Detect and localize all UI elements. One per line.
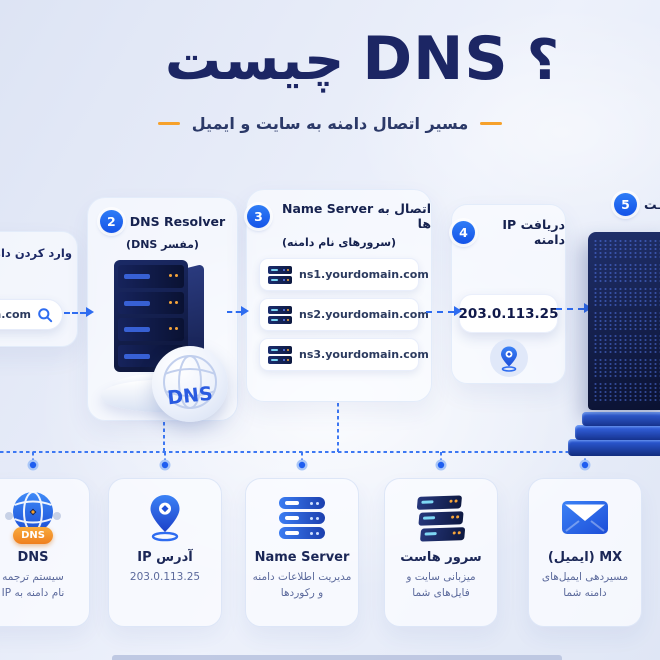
step5-number-badge: 5 <box>614 193 637 216</box>
legend-card-mx: MX (ایمیل) مسیردهی ایمیل‌های دامنه شما <box>528 478 642 627</box>
step3-subtitle: (سرورهای نام دامنه) <box>281 236 397 249</box>
location-pin-circle <box>489 339 528 377</box>
nameserver-host: ns2.yourdomain.com <box>299 308 429 321</box>
step2-subtitle: (مفسر DNS) <box>126 238 199 251</box>
search-icon <box>38 307 53 322</box>
flow-arrow-4 <box>556 303 592 313</box>
globe-dns-icon: DNS <box>5 490 61 546</box>
title-word-fa: چیست <box>164 28 345 93</box>
step5-header: 5 ـت <box>614 193 660 216</box>
nameserver-host: ns3.yourdomain.com <box>299 348 429 361</box>
nameserver-host: ns1.yourdomain.com <box>299 268 429 281</box>
ip-address-pill: 203.0.113.25 <box>459 294 558 333</box>
step1-label: وارد کردن دامنه <box>0 246 72 260</box>
ip-address-value: 203.0.113.25 <box>458 305 559 322</box>
legend-card-ip: آدرس IP 203.0.113.25 <box>108 478 222 627</box>
step2-title: DNS Resolver <box>129 214 226 229</box>
title-word-en: DNS <box>362 24 509 94</box>
dns-orange-badge: DNS <box>13 527 53 544</box>
step4-number-badge: 4 <box>452 220 475 244</box>
mini-server-icon <box>268 305 292 324</box>
step4-title: دریافت IP دامنه <box>502 217 565 247</box>
step3-card: 3 اتصال به Name Server ها (سرورهای نام د… <box>246 189 432 402</box>
dns-resolver-server-illustration <box>114 260 210 375</box>
connector-dots <box>27 459 591 471</box>
dns-globe-sphere: DNS <box>152 346 228 422</box>
flow-arrow-1 <box>64 307 94 317</box>
legend-card-desc: مسیردهی ایمیل‌های دامنه شما <box>541 571 629 600</box>
legend-card-desc: مدیریت اطلاعات دامنه و رکوردها <box>252 571 352 600</box>
flow-arrow-3 <box>426 306 462 316</box>
legend-card-title: DNS <box>17 550 49 565</box>
domain-search-value: main.com <box>0 308 31 321</box>
nameserver-row: ns3.yourdomain.com <box>259 338 429 371</box>
legend-card-nameserver: Name Server مدیریت اطلاعات دامنه و رکورد… <box>245 478 359 627</box>
mx-envelope-icon <box>562 501 608 534</box>
page-title: چیست DNS ؟ <box>32 24 660 94</box>
domain-search-input: main.com <box>0 299 63 330</box>
subtitle-dash-left <box>157 121 180 126</box>
mini-server-icon <box>268 345 292 364</box>
legend-card-desc: سیستم ترجمه نام دامنه به IP <box>1 571 65 600</box>
subtitle-text: مسیر اتصال دامنه به سایت و ایمیل <box>191 114 469 133</box>
step4-card: 4 دریافت IP دامنه 203.0.113.25 <box>451 204 566 384</box>
host-server-tower-illustration <box>568 232 660 456</box>
step2-card: 2 DNS Resolver (مفسر DNS) <box>87 197 238 421</box>
ip-pin-icon <box>150 495 180 542</box>
step3-title: اتصال به Name Server ها <box>282 201 431 231</box>
location-pin-icon <box>500 346 517 372</box>
step5-title-partial: ـت <box>644 197 660 212</box>
connector-lines <box>0 403 660 471</box>
page-subtitle: مسیر اتصال دامنه به سایت و ایمیل <box>0 114 660 133</box>
nameserver-stack-icon <box>279 497 325 539</box>
bottom-edge-decoration <box>112 655 562 660</box>
legend-card-title: Name Server <box>254 550 350 565</box>
flow-arrow-2 <box>227 306 249 316</box>
legend-card-host: سرور هاست میزبانی سایت و فایل‌های شما <box>384 478 498 627</box>
nameserver-list: ns1.yourdomain.com ns2.yourdomain.com ns… <box>247 258 431 371</box>
step3-number-badge: 3 <box>247 204 270 228</box>
step2-number-badge: 2 <box>99 210 123 233</box>
subtitle-dash-right <box>480 121 503 126</box>
title-question-mark: ؟ <box>526 28 560 93</box>
host-server-icon <box>414 494 468 542</box>
legend-card-desc: 203.0.113.25 <box>129 571 201 583</box>
nameserver-row: ns2.yourdomain.com <box>259 298 429 331</box>
dns-sphere-label: DNS <box>166 383 213 410</box>
legend-card-title: آدرس IP <box>137 550 193 565</box>
mini-server-icon <box>268 265 292 284</box>
legend-card-dns: DNS DNS سیستم ترجمه نام دامنه به IP <box>0 478 90 627</box>
nameserver-row: ns1.yourdomain.com <box>259 258 429 291</box>
legend-card-title: MX (ایمیل) <box>547 550 623 565</box>
legend-card-desc: میزبانی سایت و فایل‌های شما <box>406 571 476 600</box>
legend-card-title: سرور هاست <box>400 550 482 565</box>
